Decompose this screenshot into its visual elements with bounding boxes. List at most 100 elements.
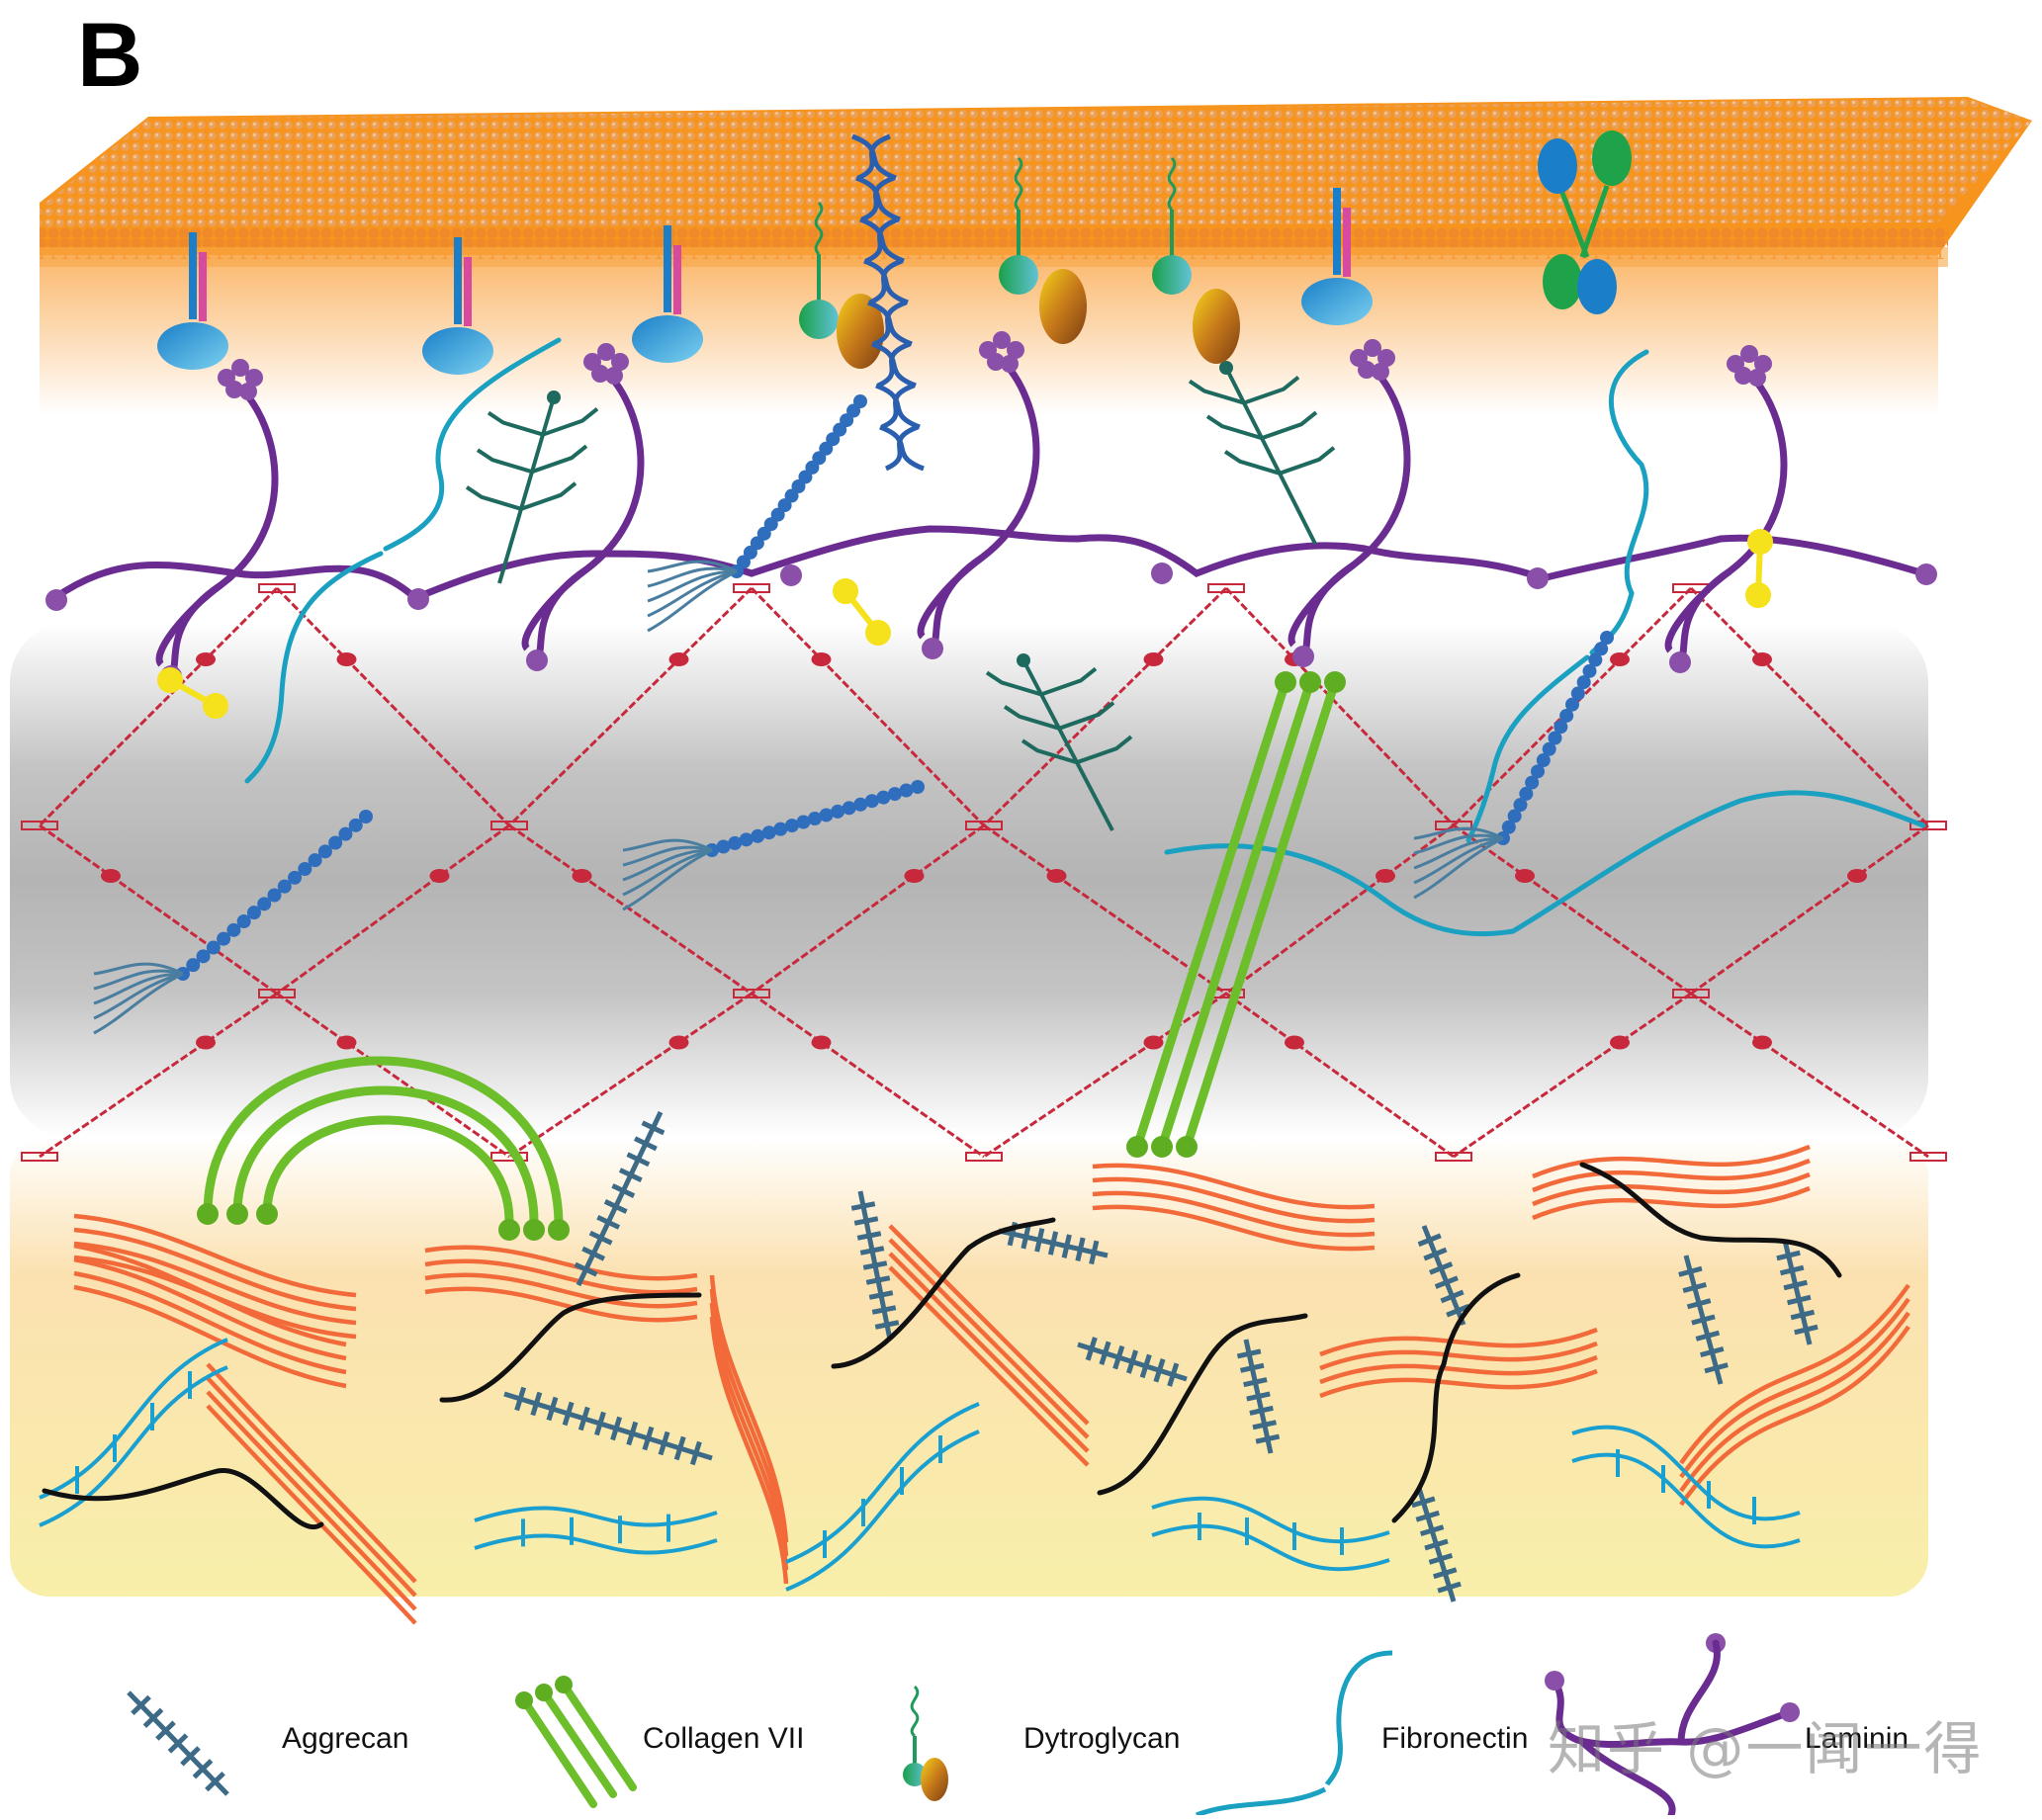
- integrin-head: [157, 322, 228, 370]
- elastic-fibers: [42, 1162, 1842, 1529]
- laminin-short-arm: [930, 357, 1040, 650]
- dystroglycan-tail: [1014, 156, 1023, 212]
- collagen-xvii-helix: [884, 424, 919, 472]
- integrin-beta-subunit: [673, 245, 681, 314]
- aggrecan-side-chain: [588, 1230, 613, 1246]
- laminin-network: [45, 331, 1937, 687]
- perlecan-hs-chain: [622, 838, 713, 852]
- heparan-sulfate-proteoglycans: [465, 361, 1336, 831]
- fibrillin-strand: [1151, 1523, 1390, 1572]
- aggrecan-side-chain: [1252, 1420, 1278, 1430]
- aggrecan-side-chain: [574, 1261, 598, 1277]
- laminin-globular-end: [1527, 567, 1549, 589]
- aggrecan-molecules: [503, 1110, 1819, 1603]
- laminin-globular-end: [407, 588, 429, 610]
- collagen-i-fibril: [709, 1274, 789, 1543]
- aggrecan-side-chain: [865, 1275, 891, 1285]
- aggrecan-side-chain: [131, 1694, 151, 1716]
- collagen-i-fibril: [1532, 1144, 1811, 1179]
- perlecan-bead: [1548, 731, 1562, 745]
- perlecan-bead: [206, 940, 221, 955]
- collagen-vii-ends: [197, 671, 1346, 1241]
- collagen-iv-strand: [38, 586, 279, 827]
- aggrecan-side-chain: [514, 1386, 527, 1412]
- laminin-lg-domain: [245, 369, 263, 387]
- perlecan-bead: [288, 870, 303, 885]
- aggrecan-side-chain: [871, 1305, 897, 1315]
- collagen-iv-node: [965, 821, 1003, 830]
- collagen-i-fibril: [424, 1245, 698, 1281]
- laminin-lg-domain: [597, 343, 615, 361]
- laminin-short-arm: [168, 385, 279, 677]
- collagen-iv-strand: [276, 992, 510, 1159]
- collagen-i-fibril: [888, 1238, 1090, 1439]
- aggrecan-side-chain: [581, 1246, 606, 1261]
- perlecan-bead: [267, 888, 282, 903]
- alpha-dystroglycan: [837, 294, 884, 369]
- proteoglycan-head: [1219, 361, 1233, 375]
- laminin-globular-end: [45, 589, 67, 611]
- perlecan-hs-chain: [622, 848, 713, 882]
- collagen-iv-nc1-domain: [1610, 1035, 1630, 1050]
- collagen-iv-node: [21, 821, 58, 830]
- aggrecan-side-chain: [205, 1771, 225, 1792]
- laminin-globular-end: [526, 650, 548, 671]
- aggrecan-side-chain: [862, 1260, 888, 1270]
- perlecan-hs-chain: [1413, 833, 1504, 855]
- proteoglycan-branch: [1279, 446, 1336, 476]
- aggrecan-side-chain: [1691, 1314, 1716, 1326]
- dystroglycan-tail: [814, 201, 824, 256]
- collagen-iv-strand: [982, 586, 1228, 827]
- proteoglycan-core: [1224, 367, 1317, 545]
- perlecan-bead: [751, 828, 765, 843]
- collagen-iv-nc1-domain: [1752, 1035, 1772, 1050]
- laminin-lg-domain: [605, 367, 623, 385]
- collagen-i-fibril: [1679, 1311, 1910, 1493]
- perlecan-hs-chain: [93, 969, 184, 991]
- aggrecan-side-chain: [593, 1411, 606, 1436]
- aggrecan-side-chain: [192, 1759, 214, 1779]
- laminin-lg-domain: [1001, 355, 1019, 373]
- collagen-i-fibril: [73, 1241, 357, 1326]
- aggrecan-side-chain: [1415, 1510, 1440, 1522]
- beta-dystroglycan: [799, 300, 839, 339]
- perlecan-bead: [298, 862, 312, 876]
- legend-label-fibronectin: Fibronectin: [1381, 1722, 1529, 1755]
- collagen-i-fibril: [709, 1316, 789, 1585]
- watermark: 知乎 @一闻一得: [1548, 1715, 1984, 1782]
- aggrecan-side-chain: [1433, 1567, 1458, 1580]
- perlecan-bead: [1531, 764, 1545, 779]
- aggrecan-side-chain: [603, 1199, 628, 1214]
- laminin-globular-end: [1915, 563, 1937, 585]
- perlecan-bead: [1536, 753, 1551, 768]
- collagen-iv-network: [21, 583, 1947, 1162]
- collagen-i-fibril: [1679, 1297, 1910, 1479]
- perlecan-bead: [277, 879, 292, 894]
- aggrecan-side-chain: [1678, 1265, 1703, 1277]
- collagen-iv-nc1-domain: [1515, 869, 1535, 883]
- aggrecan-side-chain: [626, 1152, 651, 1168]
- aggrecan-side-chain: [673, 1435, 686, 1461]
- aggrecan-icon: [127, 1690, 229, 1796]
- collagen-xvii-helix: [860, 175, 895, 222]
- collagen-i-fibril: [888, 1265, 1090, 1467]
- perlecan-bead: [1513, 798, 1528, 813]
- perlecan-bead: [1507, 809, 1522, 823]
- collagen-iv-strand: [507, 586, 754, 827]
- collagen-iv-nc1-domain: [1376, 869, 1395, 883]
- perlecan-bead: [1554, 720, 1568, 735]
- integrin-alpha-subunit: [189, 232, 197, 319]
- aggrecan-side-chain: [1700, 1345, 1725, 1358]
- perlecan-hs-chain: [1413, 836, 1504, 900]
- alpha-dystroglycan: [1039, 269, 1087, 344]
- legend-label-collagen-vii: Collagen VII: [643, 1722, 805, 1755]
- perlecan-hs-chain: [647, 569, 738, 618]
- laminin-lg-domain: [591, 365, 609, 383]
- aggrecan-side-chain: [1704, 1362, 1729, 1374]
- collagen-i-fibril: [73, 1270, 347, 1375]
- laminin-lg-domain: [1734, 367, 1752, 385]
- perlecan-bead: [853, 797, 868, 812]
- laminin-long-arm: [52, 525, 1925, 603]
- perlecan-bead: [864, 794, 879, 809]
- aggrecan-side-chain: [856, 1231, 882, 1241]
